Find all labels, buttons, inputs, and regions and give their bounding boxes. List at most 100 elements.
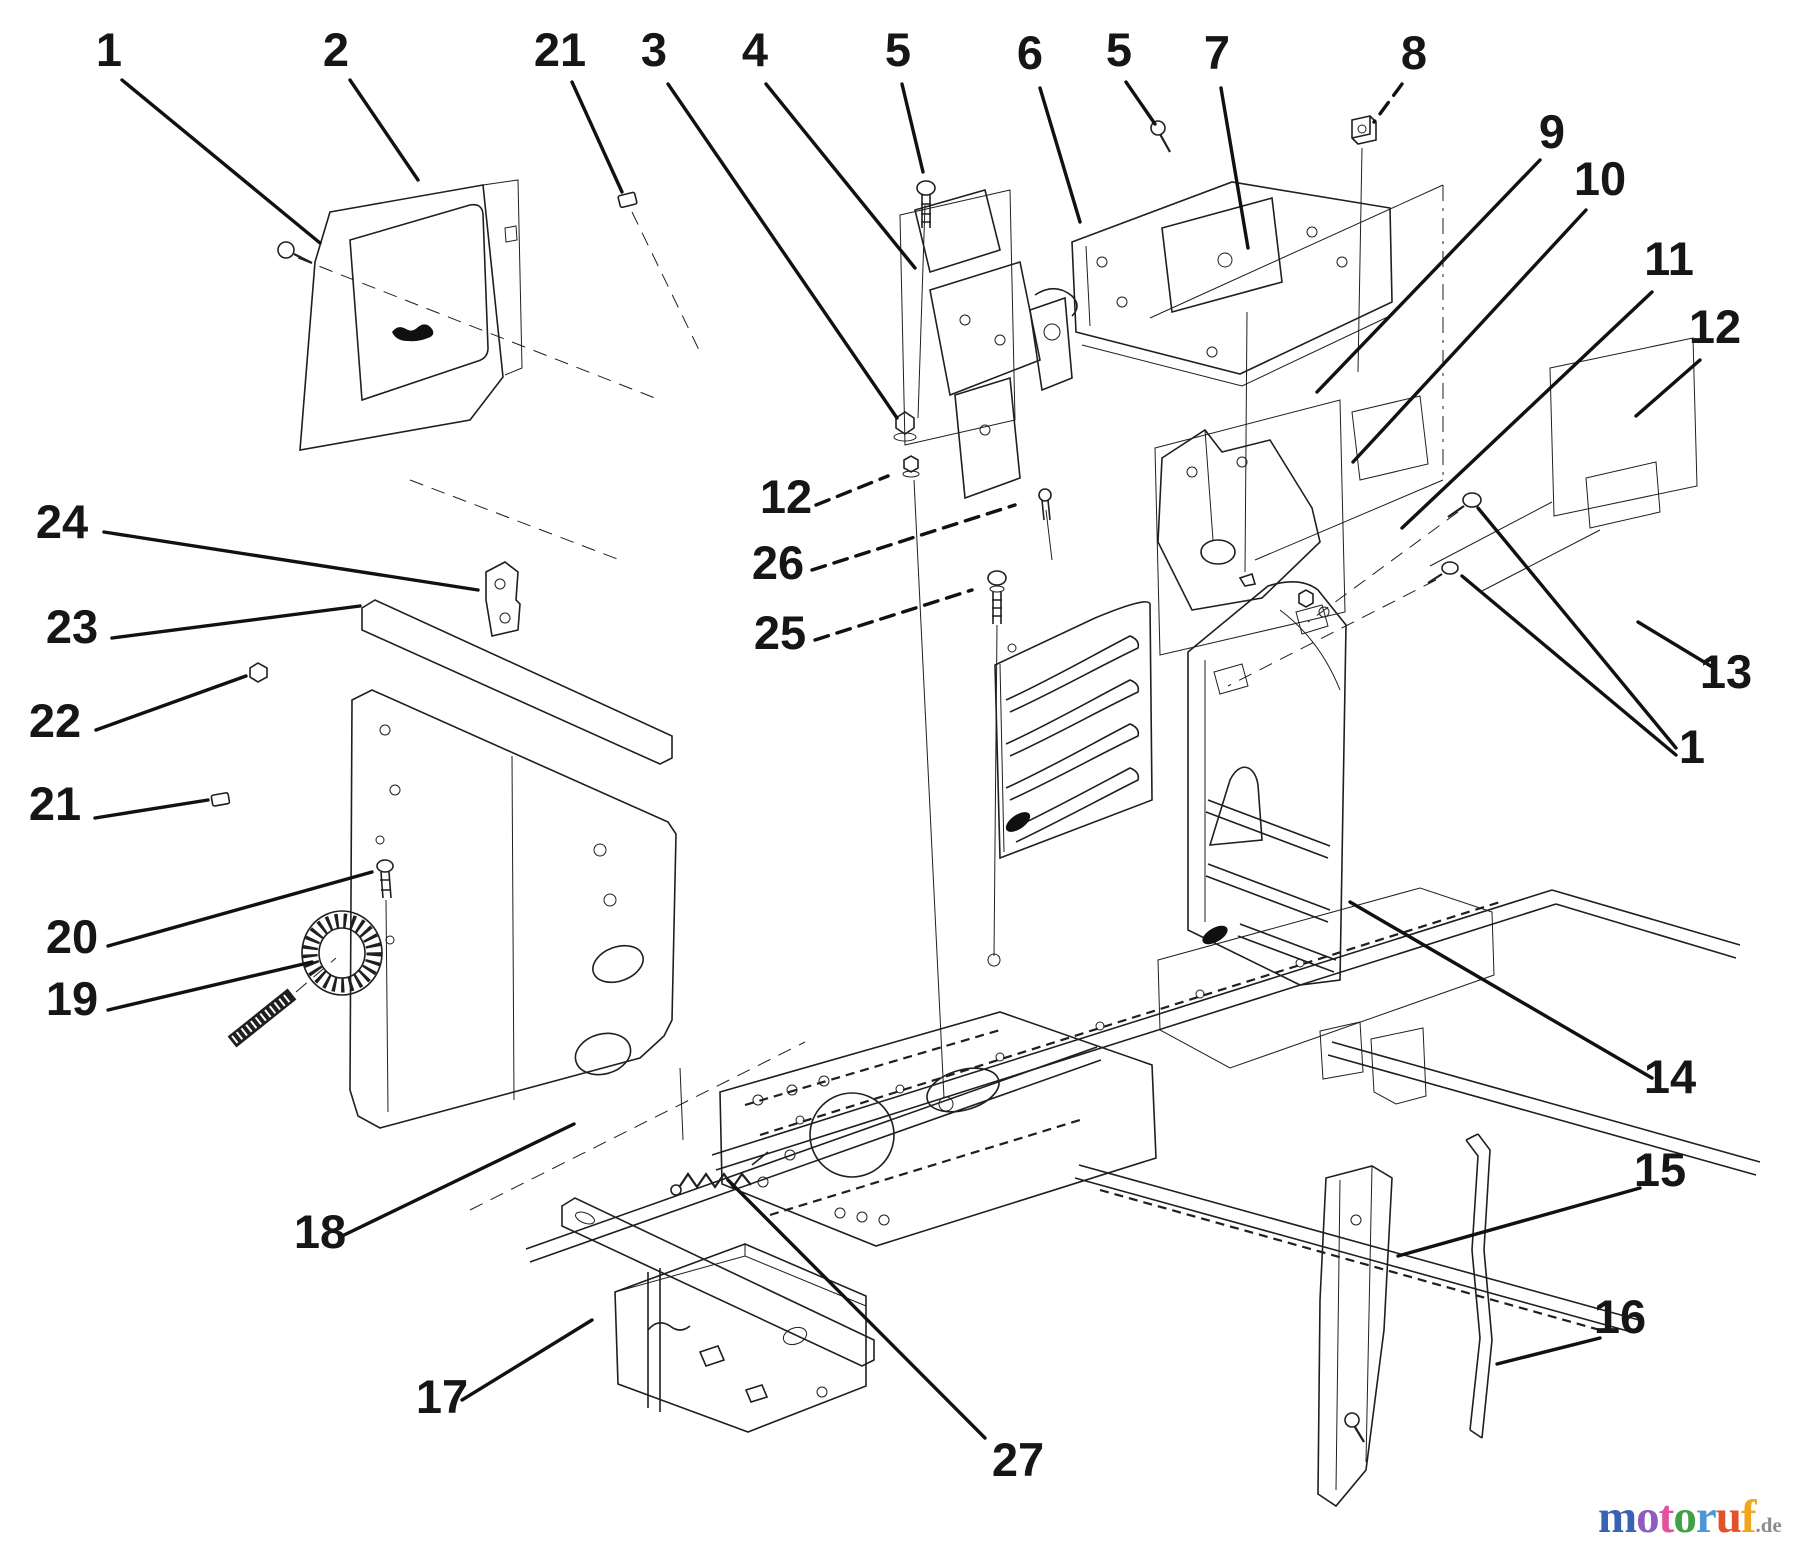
callout-5-left: 5 xyxy=(885,23,911,76)
rail-serration xyxy=(1099,1188,1601,1332)
left-louver-panel xyxy=(994,601,1153,860)
battery-tray-group xyxy=(1071,115,1395,587)
callout-7: 7 xyxy=(1204,26,1230,79)
rail-hole xyxy=(1095,1021,1105,1031)
platform-hole xyxy=(878,1214,890,1226)
clip-21-left xyxy=(210,792,231,807)
callout-15: 15 xyxy=(1634,1143,1686,1196)
leader-3 xyxy=(666,82,899,420)
pivot-hole xyxy=(1043,323,1061,341)
louver-line xyxy=(1205,799,1331,859)
bolt-26-shaft xyxy=(1041,499,1051,521)
platform-hole xyxy=(757,1176,769,1188)
brand-oval-decal xyxy=(1202,925,1228,945)
pivot-arm xyxy=(1029,296,1073,392)
louver-slot xyxy=(1005,679,1140,757)
backing-sheet-outline xyxy=(899,189,1016,446)
panel-bolt-tip xyxy=(1354,1426,1365,1443)
grille-window xyxy=(349,203,489,402)
tray-center-hole xyxy=(1217,252,1233,268)
spring-tail xyxy=(751,1151,769,1166)
battery-tray-walls xyxy=(1081,245,1395,387)
rod-axis-line xyxy=(295,957,337,993)
tray-hole xyxy=(1206,346,1218,358)
rear-supports-group xyxy=(1317,1133,1493,1508)
spring-27 xyxy=(679,1172,752,1189)
tray-hole xyxy=(1116,296,1128,308)
bezel-ring-19 xyxy=(301,910,383,996)
bolt-5-right-head xyxy=(1150,120,1166,136)
brand-oval-decal xyxy=(1005,812,1031,832)
bolt20-axis-line xyxy=(385,899,389,1113)
platform-bolt-head xyxy=(938,1096,954,1112)
callout-3: 3 xyxy=(641,23,667,76)
leader-24 xyxy=(102,530,480,592)
callout-22: 22 xyxy=(29,694,81,747)
front-rail xyxy=(529,1059,1102,1263)
rear-platform xyxy=(1157,887,1495,1069)
leader-5-left xyxy=(900,82,925,174)
leader-26 xyxy=(810,503,1017,572)
louver-slot xyxy=(1005,635,1140,713)
leader-19 xyxy=(106,960,314,1012)
decal-12 xyxy=(1549,337,1698,517)
callout-13: 13 xyxy=(1700,645,1752,698)
platform-slot xyxy=(926,1067,1000,1113)
right-louver-panel xyxy=(1187,581,1347,986)
bezel-ring-inner xyxy=(318,927,366,979)
engine-bracket xyxy=(1157,428,1321,611)
panel-hole xyxy=(1350,1214,1362,1226)
frame-bracket xyxy=(1370,1027,1427,1105)
construction-lines xyxy=(297,147,1601,1211)
platform-hole xyxy=(834,1207,846,1219)
panel-oval-hole xyxy=(592,944,644,984)
assembly-axis-line xyxy=(409,479,621,561)
bolt-20-shaft xyxy=(380,871,392,899)
callout-12-right: 12 xyxy=(1689,300,1741,353)
callout-21-top: 21 xyxy=(534,23,586,76)
bracket-fold xyxy=(1204,429,1214,541)
leader-23 xyxy=(110,604,362,640)
platform-hole xyxy=(784,1149,796,1161)
pivot-hook xyxy=(1034,287,1078,317)
logo-letter: o xyxy=(1673,1491,1696,1543)
callout-23: 23 xyxy=(46,600,98,653)
leader-13 xyxy=(1636,620,1716,670)
decal-13 xyxy=(1585,461,1661,529)
callout-6: 6 xyxy=(1017,26,1043,79)
leader-21-left xyxy=(93,798,210,820)
bolt-26-head xyxy=(1038,488,1052,502)
support-panel-ribs xyxy=(1335,1165,1373,1491)
bolt-25-shaft xyxy=(992,592,1002,624)
rail-hole xyxy=(995,1052,1005,1062)
rail-hole xyxy=(795,1115,805,1125)
logo-letter: m xyxy=(1598,1491,1637,1543)
leader-16 xyxy=(1495,1336,1602,1366)
bracket-hole xyxy=(994,334,1006,346)
callout-labels: 1 2 21 3 4 5 6 5 7 8 9 10 11 12 13 1 14 … xyxy=(29,23,1752,1486)
support-leg xyxy=(954,376,1021,500)
panel-hole xyxy=(379,724,391,736)
screw-1 xyxy=(277,241,295,259)
latch-hole xyxy=(499,612,511,624)
panel-hole xyxy=(1007,643,1017,653)
clip-nut-8 xyxy=(1351,115,1377,145)
lower-rail xyxy=(1074,1177,1636,1334)
bolt1-axis-line xyxy=(1227,579,1437,687)
bolt-1-lower xyxy=(1441,561,1459,575)
latch-24 xyxy=(485,561,521,637)
support-plate xyxy=(929,260,1041,397)
frame-rail xyxy=(1551,889,1741,946)
callout-19: 19 xyxy=(46,972,98,1025)
leader-17 xyxy=(460,1318,594,1402)
bolt-5-left-head xyxy=(916,180,936,196)
bumper-latch xyxy=(698,1345,726,1367)
bolt-5-left-shaft xyxy=(921,194,931,228)
callout-25: 25 xyxy=(754,606,806,659)
callout-4: 4 xyxy=(742,23,768,76)
callout-1-top: 1 xyxy=(96,23,122,76)
bolt-5-right-shaft xyxy=(1159,133,1171,153)
lower-rail xyxy=(1078,1164,1640,1321)
tray-hole xyxy=(1336,256,1348,268)
side-rail xyxy=(1327,1054,1757,1176)
